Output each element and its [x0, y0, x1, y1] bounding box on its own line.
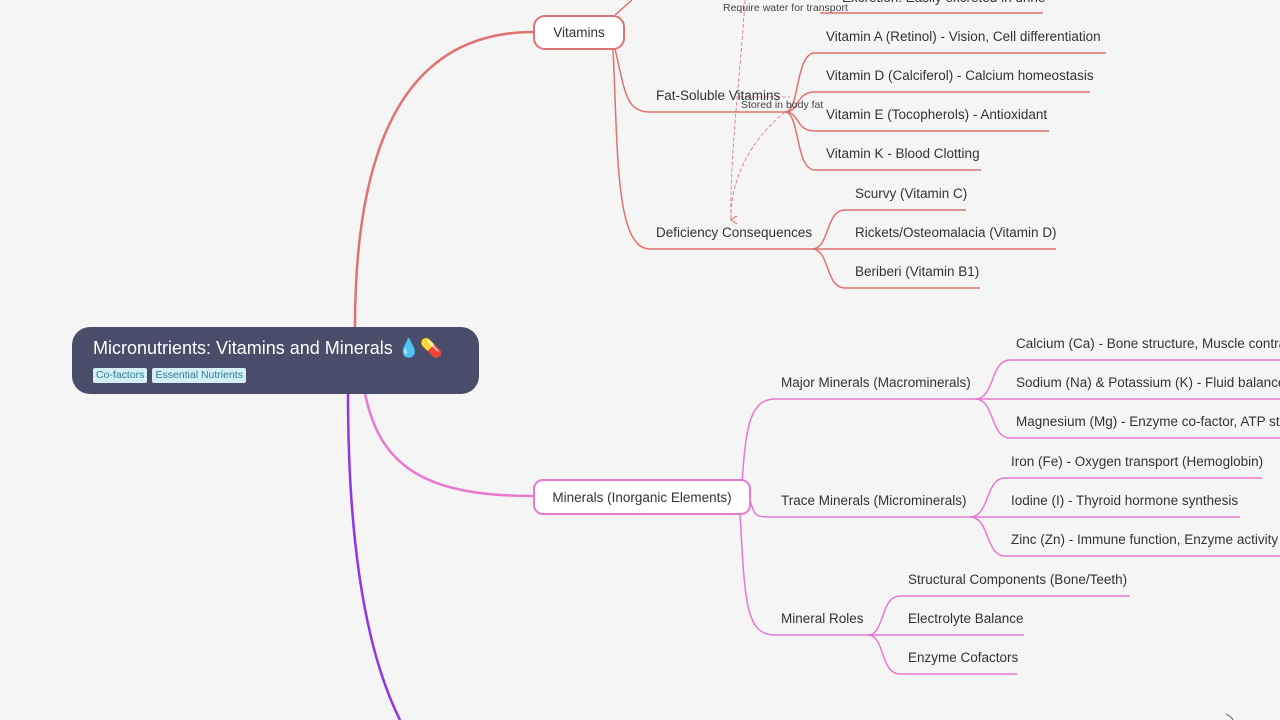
water-drop-pill-emoji: 💧💊 [397, 338, 443, 358]
zinc-node[interactable]: Zinc (Zn) - Immune function, Enzyme acti… [1011, 532, 1279, 547]
excretion-node[interactable]: Excretion: Easily excreted in urine [842, 0, 1045, 8]
sodium-potassium-node[interactable]: Sodium (Na) & Potassium (K) - Fluid bala… [1016, 375, 1280, 390]
root-to-minerals [363, 392, 534, 498]
scurvy-node[interactable]: Scurvy (Vitamin C) [855, 186, 968, 201]
structural-components-node[interactable]: Structural Components (Bone/Teeth) [908, 572, 1128, 587]
vitamin-a-node[interactable]: Vitamin A (Retinol) - Vision, Cell diffe… [826, 29, 1101, 44]
relation-label-water: Require water for transport [723, 2, 848, 14]
vitamin-k-node[interactable]: Vitamin K - Blood Clotting [826, 146, 980, 161]
vitamin-e-node[interactable]: Vitamin E (Tocopherols) - Antioxidant [826, 107, 1048, 122]
iron-node[interactable]: Iron (Fe) - Oxygen transport (Hemoglobin… [1011, 454, 1264, 469]
major-minerals-node[interactable]: Major Minerals (Macrominerals) [781, 375, 971, 390]
relation-fat [730, 111, 786, 221]
fat-soluble-node[interactable]: Fat-Soluble Vitamins [656, 88, 781, 103]
tag-co-factors[interactable]: Co-factors [93, 368, 148, 383]
root-to-third-branch [346, 392, 402, 720]
relation-water [730, 0, 746, 225]
enzyme-cofactors-node[interactable]: Enzyme Cofactors [908, 650, 1019, 665]
vitamin-d-node[interactable]: Vitamin D (Calciferol) - Calcium homeost… [826, 68, 1094, 83]
magnesium-node[interactable]: Magnesium (Mg) - Enzyme co-factor, ATP s… [1016, 414, 1280, 429]
relation-label-fat: Stored in body fat [741, 99, 824, 111]
minerals-node[interactable]: Minerals (Inorganic Elements) [533, 479, 751, 515]
mineral-roles-node[interactable]: Mineral Roles [781, 611, 864, 626]
calcium-node[interactable]: Calcium (Ca) - Bone structure, Muscle co… [1016, 336, 1280, 351]
rickets-node[interactable]: Rickets/Osteomalacia (Vitamin D) [855, 225, 1057, 240]
beriberi-node[interactable]: Beriberi (Vitamin B1) [855, 264, 980, 279]
root-node[interactable]: Micronutrients: Vitamins and Minerals 💧💊… [72, 327, 479, 394]
vitamins-node[interactable]: Vitamins [533, 15, 625, 50]
root-title: Micronutrients: Vitamins and Minerals [93, 338, 393, 358]
deficiency-node[interactable]: Deficiency Consequences [656, 225, 813, 240]
iodine-node[interactable]: Iodine (I) - Thyroid hormone synthesis [1011, 493, 1239, 508]
root-to-vitamins [353, 30, 534, 328]
trace-minerals-node[interactable]: Trace Minerals (Microminerals) [781, 493, 967, 508]
electrolyte-balance-node[interactable]: Electrolyte Balance [908, 611, 1024, 626]
tag-essential-nutrients[interactable]: Essential Nutrients [152, 368, 246, 383]
